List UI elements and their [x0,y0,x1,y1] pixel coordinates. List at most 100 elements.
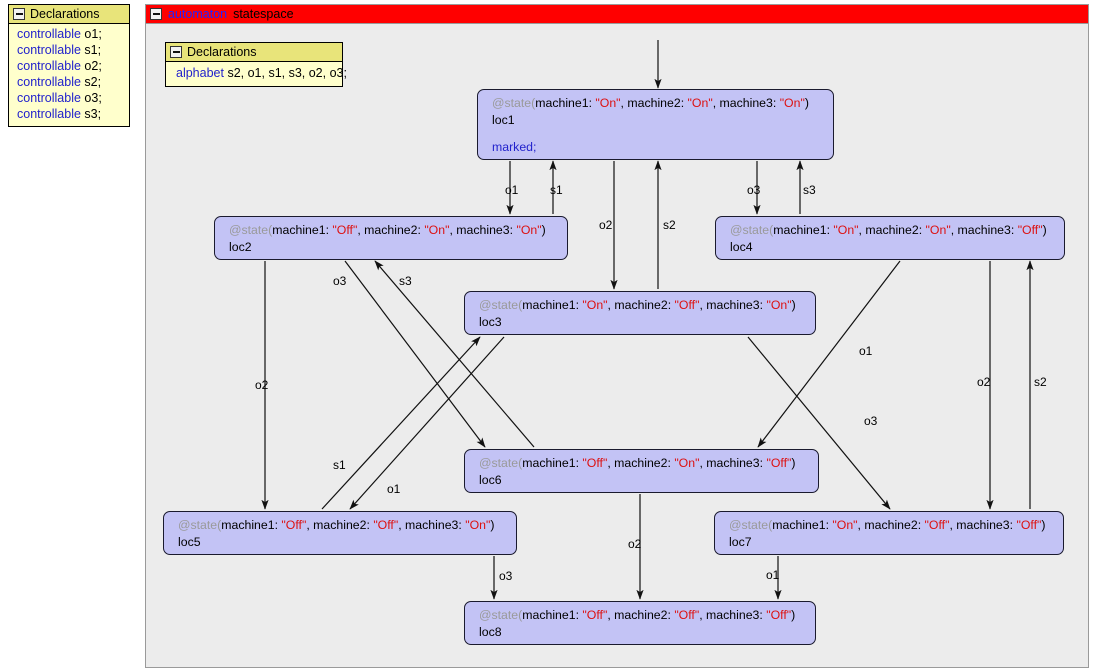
declaration-text: s3; [80,107,102,121]
state-var-value: "On" [766,298,792,312]
state-annotation-keyword: @state( [178,518,222,532]
state-annotation-suffix: ) [791,456,796,470]
state-var-label: , machine2: [357,223,425,237]
declaration-keyword: controllable [17,75,81,89]
state-annotation: @state(machine1: "Off", machine2: "On", … [229,222,567,239]
state-box-loc7[interactable]: @state(machine1: "On", machine2: "Off", … [714,511,1064,555]
state-var-label: machine1: [522,298,583,312]
state-annotation-keyword: @state( [729,518,773,532]
state-annotation-keyword: @state( [730,223,774,237]
declaration-text: o3; [80,91,102,105]
declaration-line: controllable o1; [17,26,125,42]
declaration-text: s2, o1, s1, s3, o2, o3; [223,66,347,80]
automaton-declarations-body: alphabet s2, o1, s1, s3, o2, o3; [166,62,347,86]
state-location-name: loc1 [492,113,515,127]
state-var-label: , machine2: [607,456,675,470]
declaration-line: controllable s1; [17,42,125,58]
state-var-value: "Off" [1017,223,1043,237]
state-var-label: machine1: [773,223,834,237]
declaration-line: controllable o2; [17,58,125,74]
state-box-loc5[interactable]: @state(machine1: "Off", machine2: "Off",… [163,511,517,555]
state-var-label: , machine3: [699,298,767,312]
state-var-value: "On" [925,223,951,237]
state-annotation: @state(machine1: "On", machine2: "On", m… [492,95,833,112]
state-annotation-keyword: @state( [492,96,536,110]
left-declarations-header[interactable]: Declarations [9,5,129,24]
state-box-loc2[interactable]: @state(machine1: "Off", machine2: "On", … [214,216,568,260]
declaration-keyword: controllable [17,59,81,73]
declaration-keyword: controllable [17,27,81,41]
state-box-loc1[interactable]: @state(machine1: "On", machine2: "On", m… [477,89,834,160]
state-location-name: loc5 [178,535,201,549]
state-var-value: "On" [832,518,858,532]
automaton-declarations-header[interactable]: Declarations [166,43,342,62]
state-location-name: loc4 [730,240,753,254]
state-location-name: loc3 [479,315,502,329]
state-marked-label: marked; [492,140,537,154]
minus-icon[interactable] [13,8,25,20]
state-var-label: machine1: [535,96,596,110]
state-var-value: "Off" [674,298,700,312]
state-var-value: "Off" [924,518,950,532]
state-var-label: , machine2: [607,608,675,622]
declaration-line: controllable s3; [17,106,125,122]
state-annotation-keyword: @state( [479,608,523,622]
state-box-loc4[interactable]: @state(machine1: "On", machine2: "On", m… [715,216,1065,260]
state-annotation: @state(machine1: "On" , machine2: "Off", … [479,297,815,314]
state-annotation: @state(machine1: "Off", machine2: "Off",… [479,607,815,624]
state-annotation: @state(machine1: "Off", machine2: "On", … [479,455,818,472]
state-var-value: "Off" [674,608,700,622]
state-annotation-suffix: ) [1042,223,1047,237]
state-var-value: "On" [833,223,859,237]
declaration-keyword: controllable [17,107,81,121]
automaton-keyword: automaton [168,7,228,21]
state-var-label: , machine3: [449,223,517,237]
left-declarations-panel[interactable]: Declarations controllable o1;controllabl… [8,4,130,127]
state-annotation: @state(machine1: "On", machine2: "On", m… [730,222,1064,239]
state-var-value: "Off" [766,456,792,470]
declaration-keyword: controllable [17,91,81,105]
state-var-value: "Off" [281,518,307,532]
state-var-value: "Off" [1016,518,1042,532]
state-var-label: , machine3: [712,96,780,110]
state-var-label: , machine3: [949,518,1017,532]
state-var-label: , machine3: [398,518,466,532]
state-var-value: "On" [424,223,450,237]
state-var-value: "On" [465,518,491,532]
minus-icon[interactable] [170,46,182,58]
state-annotation-keyword: @state( [229,223,273,237]
state-location-name: loc6 [479,473,502,487]
declaration-text: o2; [80,59,102,73]
state-annotation-keyword: @state( [479,298,523,312]
state-var-label: , machine3: [699,456,767,470]
state-var-value: "Off" [373,518,399,532]
state-annotation-keyword: @state( [479,456,523,470]
state-box-loc8[interactable]: @state(machine1: "Off", machine2: "Off",… [464,601,816,645]
state-location-name: loc7 [729,535,752,549]
left-declarations-body: controllable o1;controllable s1;controll… [9,24,129,126]
state-box-loc3[interactable]: @state(machine1: "On" , machine2: "Off", … [464,291,816,335]
state-var-value: "Off" [582,456,608,470]
automaton-declarations-panel[interactable]: Declarations alphabet s2, o1, s1, s3, o2… [165,42,347,87]
declaration-line: controllable s2; [17,74,125,90]
automaton-header[interactable]: automaton statespace [146,5,1088,24]
state-var-label: , machine2: [620,96,688,110]
state-var-label: machine1: [522,608,583,622]
state-var-label: , machine2: [857,518,925,532]
state-box-loc6[interactable]: @state(machine1: "Off", machine2: "On", … [464,449,819,493]
state-spacer [492,129,833,139]
state-annotation: @state(machine1: "Off", machine2: "Off",… [178,517,516,534]
automaton-name: statespace [233,7,294,21]
state-var-value: "Off" [332,223,358,237]
minus-icon[interactable] [150,8,162,20]
state-annotation-suffix: ) [791,298,796,312]
declaration-text: s2; [80,75,102,89]
state-var-value: "On" [674,456,700,470]
state-var-label: machine1: [522,456,583,470]
state-var-label: machine1: [272,223,333,237]
state-var-label: , machine2: [607,298,675,312]
state-var-value: "On" [779,96,805,110]
state-var-label: machine1: [772,518,833,532]
state-var-value: "On" [516,223,542,237]
state-location-name: loc2 [229,240,252,254]
